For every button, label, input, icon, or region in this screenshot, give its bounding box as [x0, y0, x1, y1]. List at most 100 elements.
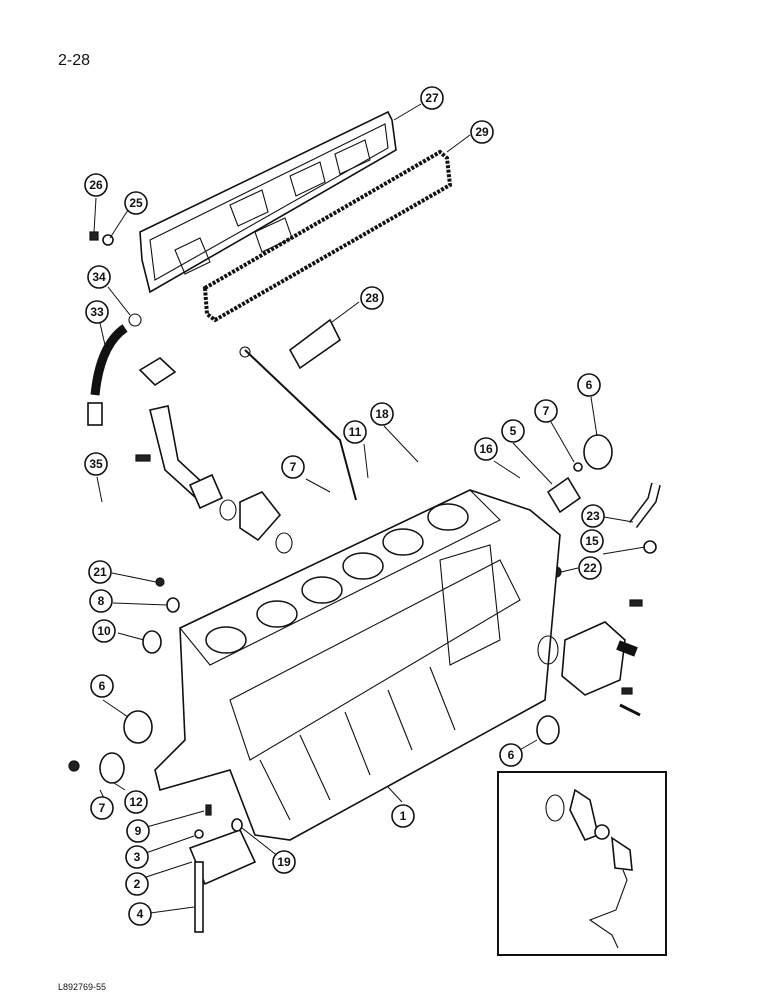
callout-12: 12 [124, 790, 148, 814]
callout-19: 19 [272, 850, 296, 874]
water-pump-outlet [616, 640, 638, 657]
callout-9: 9 [126, 819, 150, 843]
expansion-plug-top [583, 434, 613, 470]
callout-26-label: 26 [89, 178, 103, 192]
callout-8-label: 8 [98, 594, 105, 608]
adapter-block [239, 491, 282, 542]
callout-10-label: 10 [97, 624, 111, 638]
callout-25-label: 25 [129, 196, 143, 210]
callout-18-label: 18 [375, 407, 389, 421]
callout-6-top-label: 6 [586, 378, 593, 392]
reference-code: L892769-55 [58, 982, 107, 992]
callout-12-label: 12 [129, 795, 143, 809]
callout-28-label: 28 [365, 291, 379, 305]
adapter-o-ring [275, 532, 293, 554]
callout-29-label: 29 [475, 125, 489, 139]
callout-33: 33 [85, 300, 109, 324]
callout-5-label: 5 [510, 424, 517, 438]
cam-bushing [546, 476, 582, 514]
oil-filler-cap [138, 357, 177, 387]
callout-34: 34 [87, 265, 111, 289]
callout-21: 21 [88, 560, 112, 584]
callout-3: 3 [125, 845, 149, 869]
callout-6-right-label: 6 [508, 748, 515, 762]
callout-19-label: 19 [277, 855, 291, 869]
callout-6-left-label: 6 [99, 679, 106, 693]
clamp-34 [128, 313, 142, 327]
callout-6-right: 6 [499, 743, 523, 767]
callout-2-label: 2 [134, 877, 141, 891]
callout-11: 11 [343, 420, 367, 444]
callout-1: 1 [391, 804, 415, 828]
callout-29: 29 [470, 120, 494, 144]
cylinder-block [154, 489, 561, 841]
pump-bolt-mid [621, 687, 633, 695]
cover-plate [288, 318, 342, 370]
callout-7-mid: 7 [281, 455, 305, 479]
seal-6-left [123, 710, 153, 744]
callout-27: 27 [420, 86, 444, 110]
callout-18: 18 [370, 402, 394, 426]
breather-hose [90, 324, 128, 396]
dipstick [244, 349, 357, 501]
inset-detail-box [497, 771, 667, 956]
filler-flange [188, 473, 224, 510]
callout-3-label: 3 [134, 850, 141, 864]
water-tube-inner [630, 483, 660, 528]
dowel-3 [194, 829, 204, 839]
callout-35-label: 35 [89, 457, 103, 471]
callout-33-label: 33 [90, 305, 104, 319]
plug-21 [155, 577, 165, 587]
callout-8: 8 [89, 589, 113, 613]
callout-27-label: 27 [425, 91, 439, 105]
callout-23: 23 [581, 504, 605, 528]
plug-7-left [68, 760, 80, 772]
bolt-26 [89, 231, 99, 241]
valve-cover [139, 110, 397, 294]
hose-section [87, 402, 103, 426]
pump-bolt-long [619, 703, 641, 717]
pin-9 [205, 804, 212, 816]
callout-4: 4 [128, 902, 152, 926]
callout-16-label: 16 [479, 442, 493, 456]
callout-10: 10 [92, 619, 116, 643]
main-bearing-bolt [194, 861, 204, 933]
callout-22: 22 [578, 556, 602, 580]
callout-21-label: 21 [93, 565, 107, 579]
plug-8 [166, 597, 180, 613]
callout-22-label: 22 [583, 561, 597, 575]
plug-19 [231, 818, 243, 832]
callout-7-left-label: 7 [99, 801, 106, 815]
callout-7-mid-label: 7 [290, 460, 297, 474]
valve-cover-gasket [202, 149, 453, 323]
callout-16: 16 [474, 437, 498, 461]
pump-bolt-top [629, 599, 643, 607]
filler-o-ring [219, 499, 237, 521]
callout-6-top: 6 [577, 373, 601, 397]
callout-25: 25 [124, 191, 148, 215]
callout-34-label: 34 [92, 270, 106, 284]
callout-7-top-label: 7 [543, 404, 550, 418]
callout-7-left: 7 [90, 796, 114, 820]
callout-2: 2 [125, 872, 149, 896]
water-pump [561, 621, 626, 696]
callout-9-label: 9 [135, 824, 142, 838]
seal-6-right [536, 715, 560, 745]
callout-15: 15 [580, 529, 604, 553]
callout-11-label: 11 [349, 425, 362, 439]
callout-6-left: 6 [90, 674, 114, 698]
callout-7-top: 7 [534, 399, 558, 423]
callout-15-label: 15 [585, 534, 599, 548]
callout-28: 28 [360, 286, 384, 310]
callout-35: 35 [84, 452, 108, 476]
callout-1-label: 1 [400, 809, 407, 823]
callout-4-label: 4 [137, 907, 144, 921]
seal-15 [643, 540, 657, 554]
plug-10 [142, 630, 162, 654]
dipstick-handle [239, 346, 251, 358]
filler-bolt [135, 454, 151, 462]
plug-7-top [573, 462, 583, 472]
callout-5: 5 [501, 419, 525, 443]
callout-26: 26 [84, 173, 108, 197]
